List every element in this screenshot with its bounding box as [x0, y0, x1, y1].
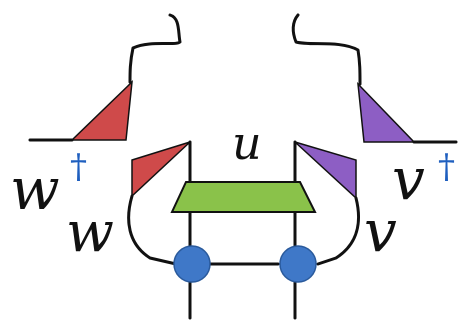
- label-w-dagger: w: [10, 160, 60, 218]
- label-v-dagger-base: v: [392, 145, 425, 213]
- left-node: [173, 245, 211, 283]
- label-w-dagger-sup: †: [70, 147, 87, 187]
- label-w-dagger-base: w: [10, 155, 60, 223]
- w-dagger-triangle: [70, 80, 133, 141]
- label-v-dagger-sup: †: [438, 147, 455, 187]
- v-dagger-triangle: [357, 81, 416, 143]
- label-v-dagger: v: [392, 150, 425, 208]
- v-triangle: [294, 141, 357, 200]
- label-u: u: [232, 116, 262, 170]
- w-triangle: [131, 141, 191, 198]
- wire-top-right-brace: [291, 13, 362, 86]
- wire-v-to-right-node: [316, 196, 360, 266]
- wire-top-left-brace: [128, 13, 182, 84]
- u-tensor-box: [170, 181, 317, 213]
- wires: [28, 13, 458, 320]
- wire-w-to-left-node: [127, 194, 178, 266]
- label-v: v: [364, 197, 397, 265]
- right-node: [279, 245, 317, 283]
- label-w: w: [66, 200, 114, 265]
